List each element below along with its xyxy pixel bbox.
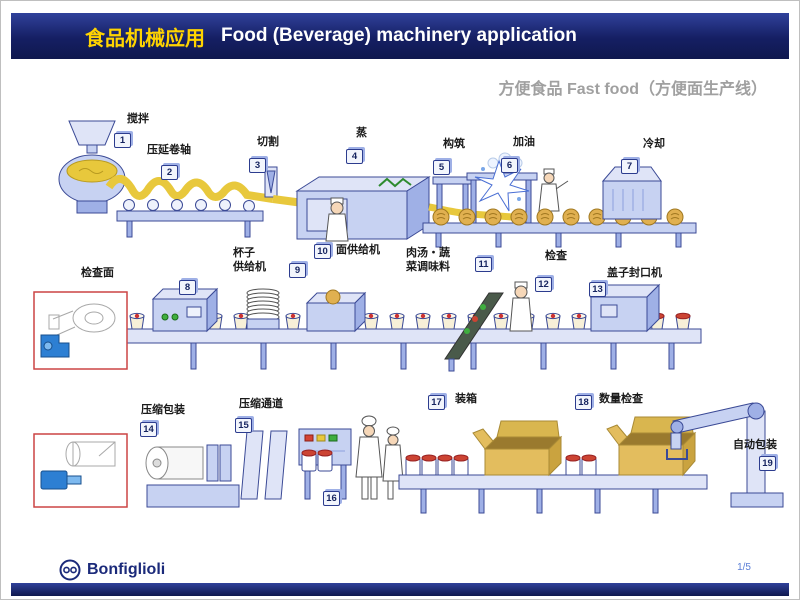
step-8-badge: 8 bbox=[179, 280, 196, 295]
frying-worker bbox=[538, 168, 569, 212]
cup-conveyor bbox=[98, 312, 702, 370]
step-5-label: 构筑 bbox=[443, 138, 465, 150]
step-12-label: 检查 bbox=[545, 250, 567, 262]
step-17-label: 装箱 bbox=[455, 393, 477, 405]
brand-logo: Bonfiglioli bbox=[59, 559, 165, 581]
step-16-badge: 16 bbox=[323, 491, 340, 506]
step-2-badge: 2 bbox=[161, 165, 178, 180]
compression-packing-machine bbox=[145, 444, 240, 508]
control-panel bbox=[298, 428, 352, 500]
step-18-label: 数量检查 bbox=[599, 393, 643, 405]
cooling-machine bbox=[601, 166, 662, 220]
step-19-label: 自动包装 bbox=[733, 439, 777, 451]
step-9-label: 杯子 供给机 bbox=[233, 247, 266, 273]
step-10-badge: 10 bbox=[314, 244, 331, 259]
cup-feeder-machine bbox=[246, 288, 280, 330]
step-4-badge: 4 bbox=[346, 149, 363, 164]
step-6-badge: 6 bbox=[501, 158, 518, 173]
title-bar: 食品机械应用 Food (Beverage) machinery applica… bbox=[11, 13, 789, 59]
step-6-label: 加油 bbox=[513, 136, 535, 148]
steamer-worker bbox=[325, 197, 349, 242]
bottom-bar bbox=[11, 583, 789, 596]
step-11-badge: 11 bbox=[475, 257, 492, 272]
packing-conveyor bbox=[398, 454, 708, 514]
lid-sealing-machine bbox=[589, 283, 661, 333]
frying-conveyor bbox=[422, 208, 697, 248]
step-3-label: 切割 bbox=[257, 136, 279, 148]
step-10-label: 面供给机 bbox=[336, 244, 380, 256]
step-15-badge: 15 bbox=[235, 418, 252, 433]
brand-name: Bonfiglioli bbox=[87, 561, 166, 578]
carton-box-1 bbox=[472, 420, 563, 477]
step-14-label: 压缩包装 bbox=[141, 404, 185, 416]
page-title-en: Food (Beverage) machinery application bbox=[221, 25, 577, 46]
step-7-label: 冷却 bbox=[643, 138, 665, 150]
noodle-inspection-machine bbox=[151, 287, 219, 333]
step-17-badge: 17 bbox=[428, 395, 445, 410]
step-19-badge: 19 bbox=[759, 456, 776, 471]
step-1-badge: 1 bbox=[114, 133, 131, 148]
step-15-label: 压缩通道 bbox=[239, 398, 283, 410]
step-11-label: 肉汤・蔬 菜调味料 bbox=[406, 247, 450, 273]
mixer-machine bbox=[58, 120, 126, 214]
step-18-badge: 18 bbox=[575, 395, 592, 410]
gearbox-inset-1 bbox=[33, 291, 128, 370]
noodle-feeder-machine bbox=[305, 289, 367, 333]
compression-channel bbox=[240, 430, 288, 500]
step-2-label: 压延卷轴 bbox=[147, 144, 191, 156]
step-9-badge: 9 bbox=[289, 263, 306, 278]
step-12-badge: 12 bbox=[535, 277, 552, 292]
step-13-badge: 13 bbox=[589, 282, 606, 297]
step-3-badge: 3 bbox=[249, 158, 266, 173]
subtitle: 方便食品 Fast food（方便面生产线） bbox=[498, 81, 767, 98]
brand-logo-icon bbox=[59, 559, 81, 581]
step-5-badge: 5 bbox=[433, 160, 450, 175]
step-4-label: 蒸 bbox=[356, 127, 367, 139]
step-7-badge: 7 bbox=[621, 159, 638, 174]
page-title-zh: 食品机械应用 bbox=[85, 27, 205, 50]
packing-workers bbox=[355, 415, 404, 500]
gearbox-inset-2 bbox=[33, 433, 128, 508]
step-8-label: 检查面 bbox=[81, 267, 114, 279]
seasoning-conveyor bbox=[444, 292, 504, 372]
inspection-worker bbox=[509, 281, 533, 332]
page-number: 1/5 bbox=[737, 562, 751, 573]
rolling-conveyor bbox=[105, 175, 274, 238]
step-13-label: 盖子封口机 bbox=[607, 267, 662, 279]
step-14-badge: 14 bbox=[140, 422, 157, 437]
packing-robot bbox=[666, 402, 784, 508]
step-1-label: 搅拌 bbox=[127, 113, 149, 125]
